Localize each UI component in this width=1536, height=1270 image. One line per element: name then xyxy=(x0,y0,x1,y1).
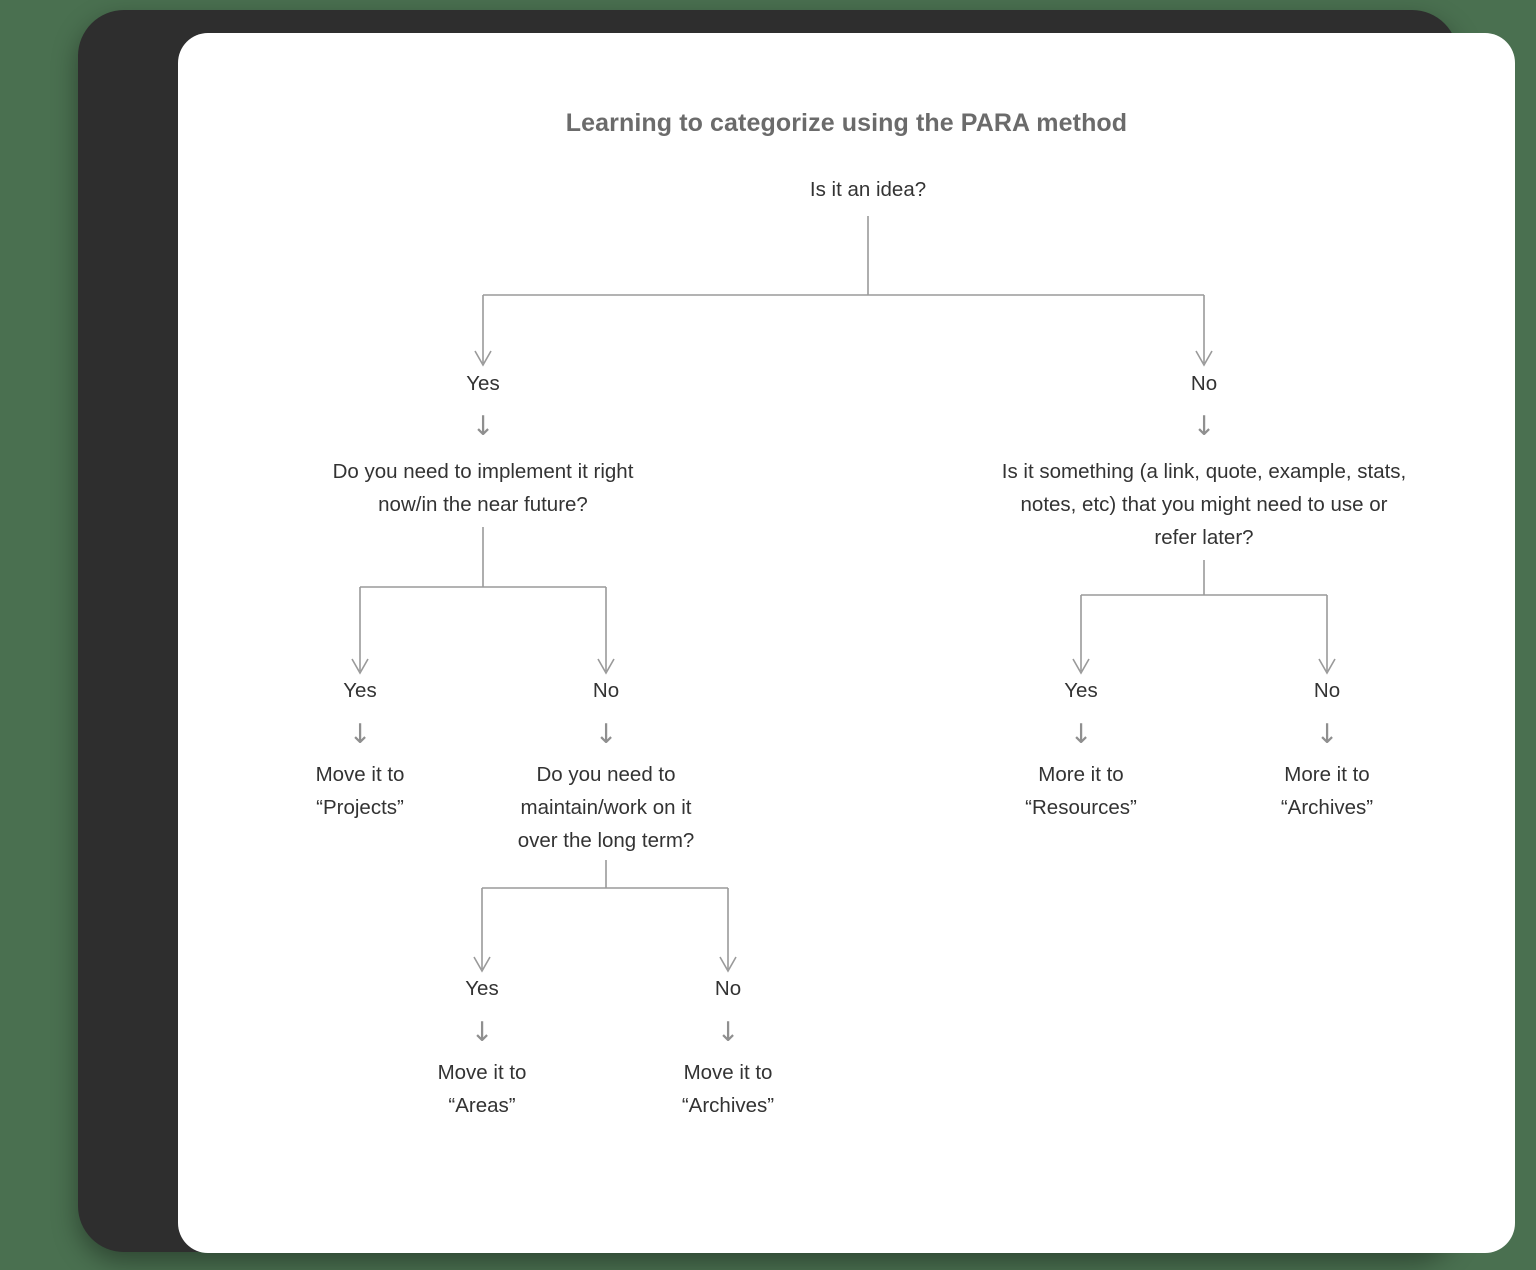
arrowhead-root-left xyxy=(474,350,492,367)
edge-label-longterm-yes: Yes xyxy=(465,977,499,1000)
page-title: Learning to categorize using the PARA me… xyxy=(565,109,1128,137)
node-result-resources: More it to “Resources” xyxy=(1025,763,1137,819)
down-arrow-icon: ↓ xyxy=(716,1017,740,1048)
down-arrow-icon: ↓ xyxy=(1315,719,1339,750)
down-arrow-icon: ↓ xyxy=(594,719,618,750)
down-arrow-icon: ↓ xyxy=(1069,719,1093,750)
node-result-archives-left: Move it to “Archives” xyxy=(681,1061,775,1117)
edge-label-longterm-no: No xyxy=(714,977,742,1000)
arrowhead-longterm-yes xyxy=(473,956,491,973)
node-root-question: Is it an idea? xyxy=(809,178,927,201)
edge-label-root-yes: Yes xyxy=(466,372,500,395)
down-arrow-icon: ↓ xyxy=(470,1017,494,1048)
arrowhead-longterm-no xyxy=(719,956,737,973)
down-arrow-icon: ↓ xyxy=(348,719,372,750)
edge-label-right-no: No xyxy=(1313,679,1341,702)
node-longterm-question: Do you need to maintain/work on it over … xyxy=(517,763,695,852)
device-bezel: Learning to categorize using the PARA me… xyxy=(78,10,1515,1253)
edge-label-right-yes: Yes xyxy=(1064,679,1098,702)
arrowhead-right-no xyxy=(1318,658,1336,675)
edge-label-left-no: No xyxy=(592,679,620,702)
edge-label-left-yes: Yes xyxy=(343,679,377,702)
whiteboard-card: Learning to categorize using the PARA me… xyxy=(178,33,1515,1253)
down-arrow-icon: ↓ xyxy=(1192,411,1216,442)
edge-label-root-no: No xyxy=(1190,372,1218,395)
arrowhead-right-yes xyxy=(1072,658,1090,675)
node-left-question: Do you need to implement it right now/in… xyxy=(332,460,634,516)
arrowhead-left-yes xyxy=(351,658,369,675)
down-arrow-icon: ↓ xyxy=(471,411,495,442)
node-right-question: Is it something (a link, quote, example,… xyxy=(1001,460,1407,549)
node-result-archives-right: More it to “Archives” xyxy=(1280,763,1374,819)
arrowhead-left-no xyxy=(597,658,615,675)
node-result-areas: Move it to “Areas” xyxy=(437,1061,527,1117)
arrowhead-root-right xyxy=(1195,350,1213,367)
node-result-projects: Move it to “Projects” xyxy=(315,763,405,819)
